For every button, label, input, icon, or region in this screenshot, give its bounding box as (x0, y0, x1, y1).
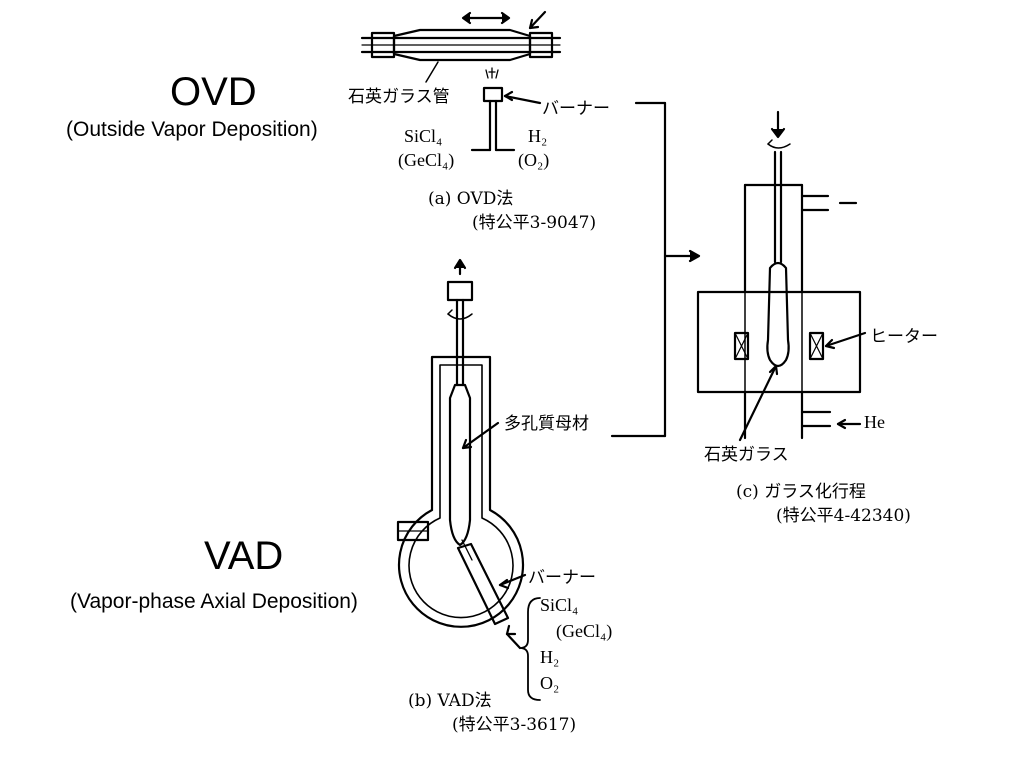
vitrification-apparatus (696, 110, 867, 442)
ovd-gas-h2: H₂ (528, 126, 548, 146)
ovd-gas-gecl4: (GeCl₄) (398, 150, 455, 170)
heater-label: ヒーター (870, 327, 938, 347)
vad-gas-h2: H₂ (540, 647, 560, 667)
vad-gas-sicl4: SiCl₄ (540, 595, 579, 615)
vad-caption: (b) VAD法 (408, 691, 492, 711)
ovd-gas-sicl4: SiCl₄ (404, 126, 443, 146)
helium-label: He (864, 412, 885, 432)
vad-gas-gecl4: (GeCl₄) (556, 621, 613, 641)
vad-burner-label: バーナー (528, 568, 596, 588)
ovd-heading: OVD (170, 70, 257, 114)
ovd-caption: (a) OVD法 (428, 189, 514, 209)
ovd-apparatus (360, 10, 701, 438)
ovd-burner-label: バーナー (542, 99, 610, 119)
vad-porous-preform-label: 多孔質母材 (504, 414, 589, 434)
vad-subheading: (Vapor-phase Axial Deposition) (70, 590, 358, 613)
vad-heading: VAD (204, 534, 284, 578)
vad-gas-o2: O₂ (540, 673, 560, 693)
ovd-patent: (特公平3-9047) (472, 213, 597, 233)
vad-patent: (特公平3-3617) (452, 715, 577, 735)
quartz-glass-label: 石英ガラス (704, 445, 789, 465)
vitrification-caption: (c) ガラス化行程 (736, 482, 866, 502)
ovd-subheading: (Outside Vapor Deposition) (66, 118, 318, 141)
vitrification-patent: (特公平4-42340) (776, 506, 911, 526)
ovd-quartz-tube-label: 石英ガラス管 (348, 87, 450, 107)
ovd-gas-o2: (O₂) (518, 150, 550, 170)
vad-apparatus (396, 258, 541, 701)
